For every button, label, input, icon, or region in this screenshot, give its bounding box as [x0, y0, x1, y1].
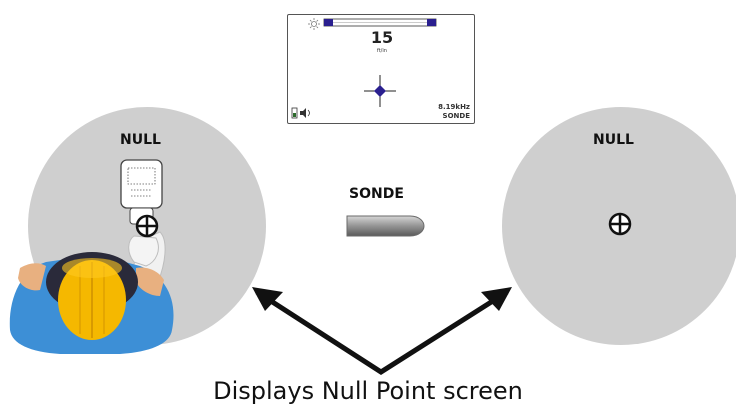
null-target-point	[364, 75, 396, 107]
depth-unit: ft/in	[377, 48, 387, 54]
battery-icon	[291, 107, 298, 119]
sonde-icon	[346, 215, 425, 237]
speaker-icon	[300, 108, 310, 118]
right-null-label: NULL	[593, 132, 634, 148]
left-arrowhead	[252, 287, 283, 311]
right-crosshair-target-icon	[608, 212, 632, 236]
sun-icon	[308, 18, 320, 30]
left-null-label: NULL	[120, 132, 161, 148]
depth-readout: 15	[370, 28, 394, 47]
sonde-label: SONDE	[349, 186, 404, 202]
operator-left-arm	[18, 263, 46, 291]
arrows-to-null-points	[252, 287, 512, 375]
locator-null-screen: 15 ft/in 8.19kHz SONDE	[287, 14, 475, 124]
mode-readout: SONDE	[442, 112, 470, 120]
operator-right-arm	[136, 267, 164, 296]
right-arrowhead	[481, 287, 512, 311]
frequency-readout: 8.19kHz	[438, 103, 470, 111]
operator-hand	[128, 235, 159, 267]
caption: Displays Null Point screen	[213, 377, 523, 405]
operator-illustration	[9, 159, 174, 354]
signal-strength-bar	[323, 18, 437, 27]
left-crosshair-target-icon	[135, 214, 159, 238]
